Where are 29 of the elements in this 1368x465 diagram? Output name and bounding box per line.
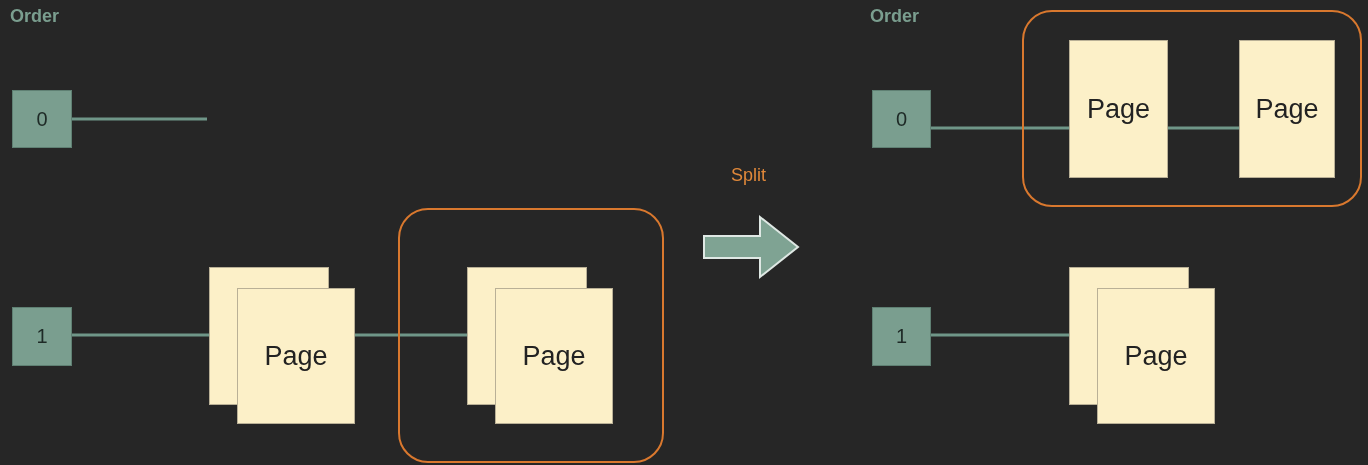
page-card <box>1069 40 1168 178</box>
connector-line <box>355 333 467 337</box>
page-label: Page <box>264 340 328 372</box>
connector-line <box>1168 126 1239 130</box>
order-box <box>12 90 72 148</box>
order-box <box>872 307 931 366</box>
split-label: Split <box>731 165 766 186</box>
page-label: Page <box>522 340 586 372</box>
order-box <box>12 307 72 366</box>
order-number: 0 <box>36 107 48 131</box>
order-box <box>872 90 931 148</box>
page-label: Page <box>1086 93 1151 125</box>
section-heading: Order <box>10 6 60 27</box>
selection-group <box>1022 10 1362 207</box>
order-number: 1 <box>895 325 908 348</box>
connector-line <box>931 126 1069 130</box>
page-card <box>1239 40 1335 178</box>
connector-line <box>931 333 1069 337</box>
page-stack <box>209 267 355 424</box>
order-number: 1 <box>36 325 48 348</box>
page-label: Page <box>1124 340 1188 372</box>
order-number: 0 <box>895 107 908 131</box>
selection-group <box>398 208 664 463</box>
page-label: Page <box>1255 93 1319 125</box>
connector-line <box>72 333 209 337</box>
connector-line <box>72 117 207 121</box>
page-stack <box>467 267 612 424</box>
page-stack <box>1069 267 1215 424</box>
section-heading: Order <box>870 6 920 27</box>
